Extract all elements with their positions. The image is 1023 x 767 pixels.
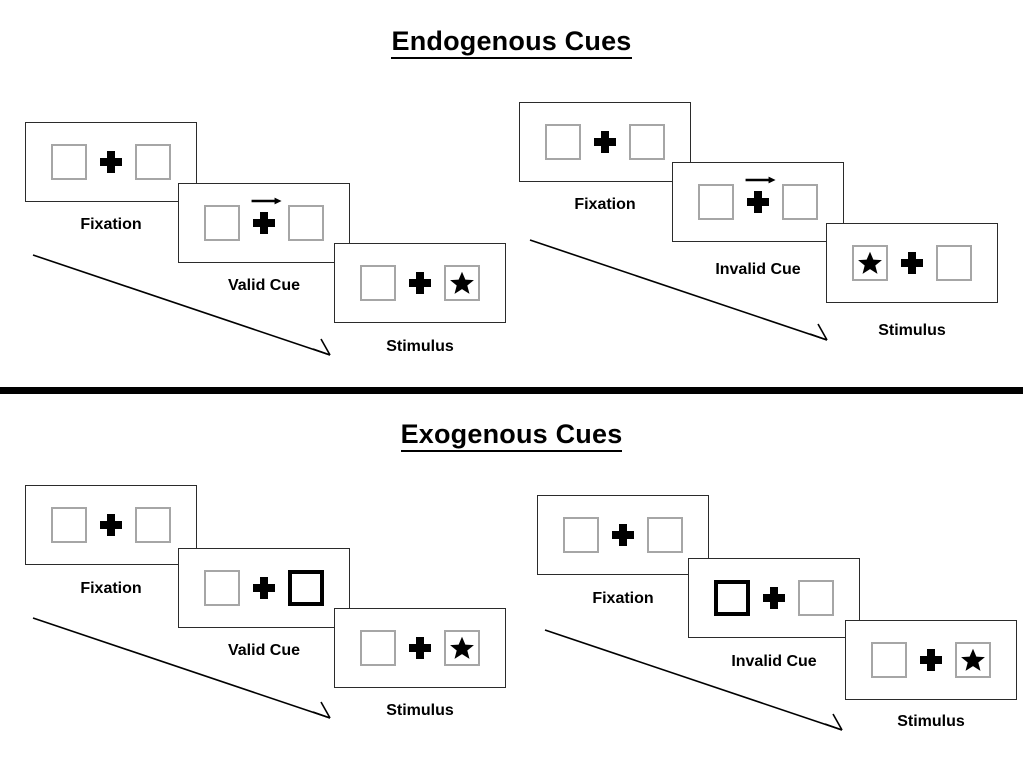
section-title-endogenous: Endogenous Cues [0, 26, 1023, 59]
placeholder-box-right [955, 642, 991, 678]
cued-box-right [288, 570, 324, 606]
frame-content [204, 570, 324, 606]
fixation-cross-icon [594, 130, 616, 154]
frame-endo-invalid-fixation[interactable] [519, 102, 691, 182]
frame-content [714, 580, 834, 616]
frame-content [204, 197, 324, 241]
fixation-cross-icon [920, 648, 942, 672]
placeholder-box-left [698, 184, 734, 220]
frame-endo-valid-fixation[interactable] [25, 122, 197, 202]
time-flow-arrow-endo-valid [32, 254, 331, 356]
star-icon [450, 271, 474, 294]
caption-endo-valid-fixation: Fixation [80, 216, 142, 233]
fixation-cross-icon [253, 576, 275, 600]
caption-exo-valid-cue: Valid Cue [227, 642, 301, 659]
placeholder-box-right [936, 245, 972, 281]
frame-content [360, 630, 480, 666]
frame-exo-invalid-cue[interactable] [688, 558, 860, 638]
placeholder-box-left [871, 642, 907, 678]
caption-endo-valid-stimulus: Stimulus [386, 338, 454, 355]
caption-exo-valid-stimulus: Stimulus [386, 702, 454, 719]
star-icon [450, 636, 474, 659]
fixation-cross-icon [901, 251, 923, 275]
frame-exo-invalid-fixation[interactable] [537, 495, 709, 575]
fixation-cross-icon [409, 636, 431, 660]
time-flow-arrow-exo-invalid [544, 629, 843, 731]
fixation-cross-icon [745, 176, 776, 214]
fixation-cross-icon [100, 150, 122, 174]
star-icon [961, 648, 985, 671]
frame-exo-invalid-stimulus[interactable] [845, 620, 1017, 700]
frame-endo-valid-stimulus[interactable] [334, 243, 506, 323]
section-title-exogenous: Exogenous Cues [0, 419, 1023, 452]
caption-exo-invalid-fixation: Fixation [592, 590, 654, 607]
placeholder-box-left [51, 144, 87, 180]
fixation-cross-icon [251, 197, 282, 235]
placeholder-box-left [51, 507, 87, 543]
placeholder-box-left [204, 205, 240, 241]
fixation-cross-icon [409, 271, 431, 295]
frame-content [51, 507, 171, 543]
fixation-cross-icon [763, 586, 785, 610]
placeholder-box-left [204, 570, 240, 606]
section-title-endogenous-text: Endogenous Cues [391, 26, 632, 59]
fixation-cross-icon [612, 523, 634, 547]
cued-box-left [714, 580, 750, 616]
caption-endo-valid-cue: Valid Cue [227, 277, 301, 294]
time-flow-arrow-endo-invalid [529, 239, 828, 341]
placeholder-box-left [360, 265, 396, 301]
placeholder-box-right [135, 144, 171, 180]
frame-exo-valid-cue[interactable] [178, 548, 350, 628]
frame-content [545, 124, 665, 160]
frame-content [563, 517, 683, 553]
fixation-cross-icon [100, 513, 122, 537]
placeholder-box-right [798, 580, 834, 616]
placeholder-box-right [135, 507, 171, 543]
frame-content [360, 265, 480, 301]
caption-exo-invalid-cue: Invalid Cue [731, 653, 817, 670]
placeholder-box-right [782, 184, 818, 220]
caption-endo-invalid-stimulus: Stimulus [878, 322, 946, 339]
placeholder-box-left [360, 630, 396, 666]
frame-content [871, 642, 991, 678]
frame-exo-valid-fixation[interactable] [25, 485, 197, 565]
frame-exo-valid-stimulus[interactable] [334, 608, 506, 688]
cue-arrow-right-icon [251, 197, 282, 205]
frame-endo-invalid-cue[interactable] [672, 162, 844, 242]
placeholder-box-right [288, 205, 324, 241]
frame-endo-valid-cue[interactable] [178, 183, 350, 263]
placeholder-box-left [852, 245, 888, 281]
placeholder-box-right [444, 630, 480, 666]
frame-endo-invalid-stimulus[interactable] [826, 223, 998, 303]
frame-content [698, 176, 818, 220]
cue-arrow-right-icon [745, 176, 776, 184]
section-divider [0, 387, 1023, 394]
frame-content [51, 144, 171, 180]
section-title-exogenous-text: Exogenous Cues [400, 419, 623, 452]
placeholder-box-left [563, 517, 599, 553]
placeholder-box-right [444, 265, 480, 301]
frame-content [852, 245, 972, 281]
placeholder-box-left [545, 124, 581, 160]
placeholder-box-right [647, 517, 683, 553]
caption-exo-invalid-stimulus: Stimulus [897, 713, 965, 730]
caption-endo-invalid-cue: Invalid Cue [715, 261, 801, 278]
star-icon [858, 251, 882, 274]
caption-endo-invalid-fixation: Fixation [574, 196, 636, 213]
caption-exo-valid-fixation: Fixation [80, 580, 142, 597]
placeholder-box-right [629, 124, 665, 160]
